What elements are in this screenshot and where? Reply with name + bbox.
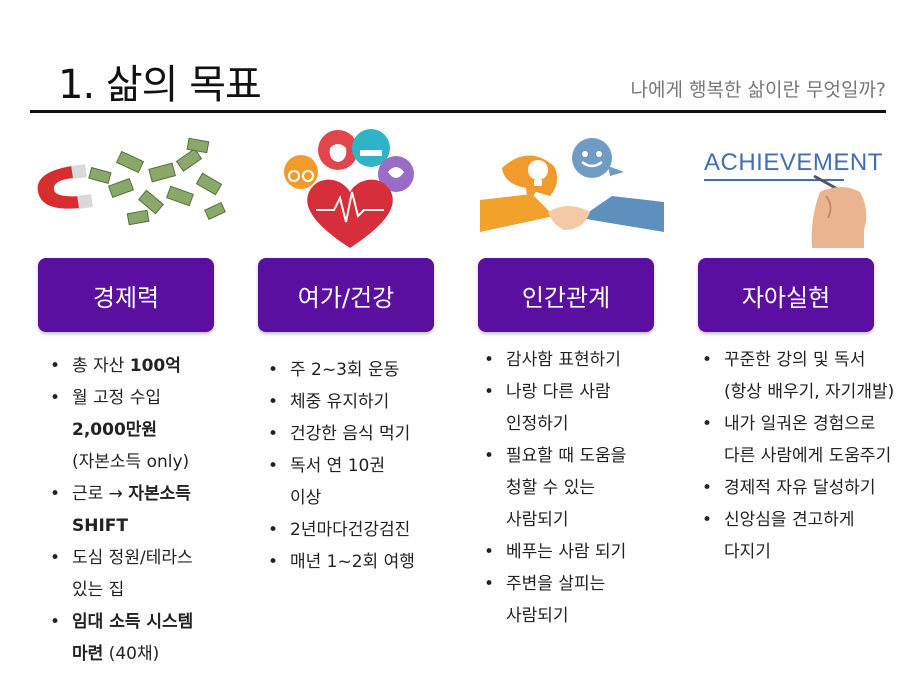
list-item: 2년마다건강검진	[268, 514, 468, 546]
leisure-health-list: 주 2~3회 운동체중 유지하기건강한 음식 먹기독서 연 10권 이상 2년마다…	[268, 354, 468, 578]
list-item: 필요할 때 도움을 청할 수 있는 사람되기	[484, 440, 694, 536]
list-bold-text: 100억	[129, 356, 181, 376]
self-realization-list: 꾸준한 강의 및 독서 (항상 배우기, 자기개발) 내가 일궈온 경험으로 다른…	[702, 344, 912, 568]
list-text: 월 고정 수입	[72, 388, 162, 408]
list-text: 2년마다건강검진	[290, 520, 411, 540]
list-text: 있는 집	[72, 580, 125, 600]
list-text: 신앙심을 견고하게 다지기	[724, 510, 855, 562]
list-text: 감사함 표현하기	[506, 350, 621, 370]
list-text: 경제적 자유 달성하기	[724, 478, 876, 498]
svg-text:ACHIEVEMENT: ACHIEVEMENT	[704, 149, 883, 176]
list-item: 체중 유지하기	[268, 386, 468, 418]
list-text: 베푸는 사람 되기	[506, 542, 627, 562]
list-item: 독서 연 10권 이상	[268, 450, 468, 514]
economy-list: 총 자산 100억 월 고정 수입 2,000만원 (자본소득 only) 근로 →…	[50, 350, 240, 670]
list-item: 감사함 표현하기	[484, 344, 694, 376]
list-text: 건강한 음식 먹기	[290, 424, 411, 444]
list-item: 주 2~3회 운동	[268, 354, 468, 386]
smile-bubble-icon	[572, 138, 612, 178]
heart-icon	[307, 179, 393, 248]
achievement-icon: ACHIEVEMENT	[704, 149, 883, 248]
handshake-icon	[480, 138, 664, 232]
list-item: 나랑 다른 사람 인정하기	[484, 376, 694, 440]
list-text: 주변을 살피는 사람되기	[506, 574, 606, 626]
category-leisure-health-label: 여가/건강	[297, 283, 395, 312]
list-item: 월 고정 수입 2,000만원 (자본소득 only)	[50, 382, 240, 478]
list-bold-text: 자본소득	[128, 484, 191, 504]
heart-health-icon	[284, 129, 414, 248]
list-item: 꾸준한 강의 및 독서 (항상 배우기, 자기개발)	[702, 344, 912, 408]
list-text: 필요할 때 도움을 청할 수 있는 사람되기	[506, 446, 627, 530]
list-item: 매년 1~2회 여행	[268, 546, 468, 578]
category-relationships-label: 인간관계	[521, 283, 611, 312]
list-text: 독서 연 10권 이상	[290, 456, 385, 508]
list-bold-text: 마련	[72, 644, 104, 664]
relationships-list: 감사함 표현하기나랑 다른 사람 인정하기필요할 때 도움을 청할 수 있는 사…	[484, 344, 694, 632]
title-divider	[30, 110, 886, 113]
category-economy: 경제력	[38, 258, 214, 332]
list-item: 건강한 음식 먹기	[268, 418, 468, 450]
list-text: 내가 일궈온 경험으로 다른 사람에게 도움주기	[724, 414, 892, 466]
list-text: (자본소득 only)	[72, 452, 190, 472]
hand-icon	[811, 187, 867, 248]
list-bold-text: 2,000만원	[72, 420, 158, 440]
list-item: 신앙심을 견고하게 다지기	[702, 504, 912, 568]
money-bills-icon	[88, 137, 226, 226]
magnet-icon	[37, 164, 93, 209]
list-item: 내가 일궈온 경험으로 다른 사람에게 도움주기	[702, 408, 912, 472]
list-item: 총 자산 100억	[50, 350, 240, 382]
list-text: 총 자산	[72, 356, 130, 376]
list-item: 근로 → 자본소득 SHIFT	[50, 478, 240, 542]
magnet-money-icon	[37, 137, 226, 226]
list-item: 베푸는 사람 되기	[484, 536, 694, 568]
page-subtitle: 나에게 행복한 삶이란 무엇일까?	[630, 79, 886, 101]
page-title: 1. 삶의 목표	[58, 62, 262, 108]
list-bold-text: 임대 소득 시스템	[72, 612, 194, 632]
category-leisure-health: 여가/건강	[258, 258, 434, 332]
sleep-icon	[352, 129, 390, 167]
list-bold-text: SHIFT	[72, 516, 129, 536]
list-item: 주변을 살피는 사람되기	[484, 568, 694, 632]
list-text: 주 2~3회 운동	[290, 360, 400, 380]
list-item: 경제적 자유 달성하기	[702, 472, 912, 504]
category-self-realization: 자아실현	[698, 258, 874, 332]
list-text: 나랑 다른 사람 인정하기	[506, 382, 611, 434]
bicycle-icon	[284, 155, 318, 189]
list-text: 도심 정원/테라스	[72, 548, 193, 568]
list-text: (40채)	[103, 644, 160, 664]
list-text: 근로 →	[72, 484, 129, 504]
category-relationships: 인간관계	[478, 258, 654, 332]
list-text: 매년 1~2회 여행	[290, 552, 415, 572]
list-text: 체중 유지하기	[290, 392, 390, 412]
category-self-realization-label: 자아실현	[741, 283, 831, 312]
list-text: 꾸준한 강의 및 독서 (항상 배우기, 자기개발)	[724, 350, 895, 402]
category-economy-label: 경제력	[92, 283, 160, 312]
